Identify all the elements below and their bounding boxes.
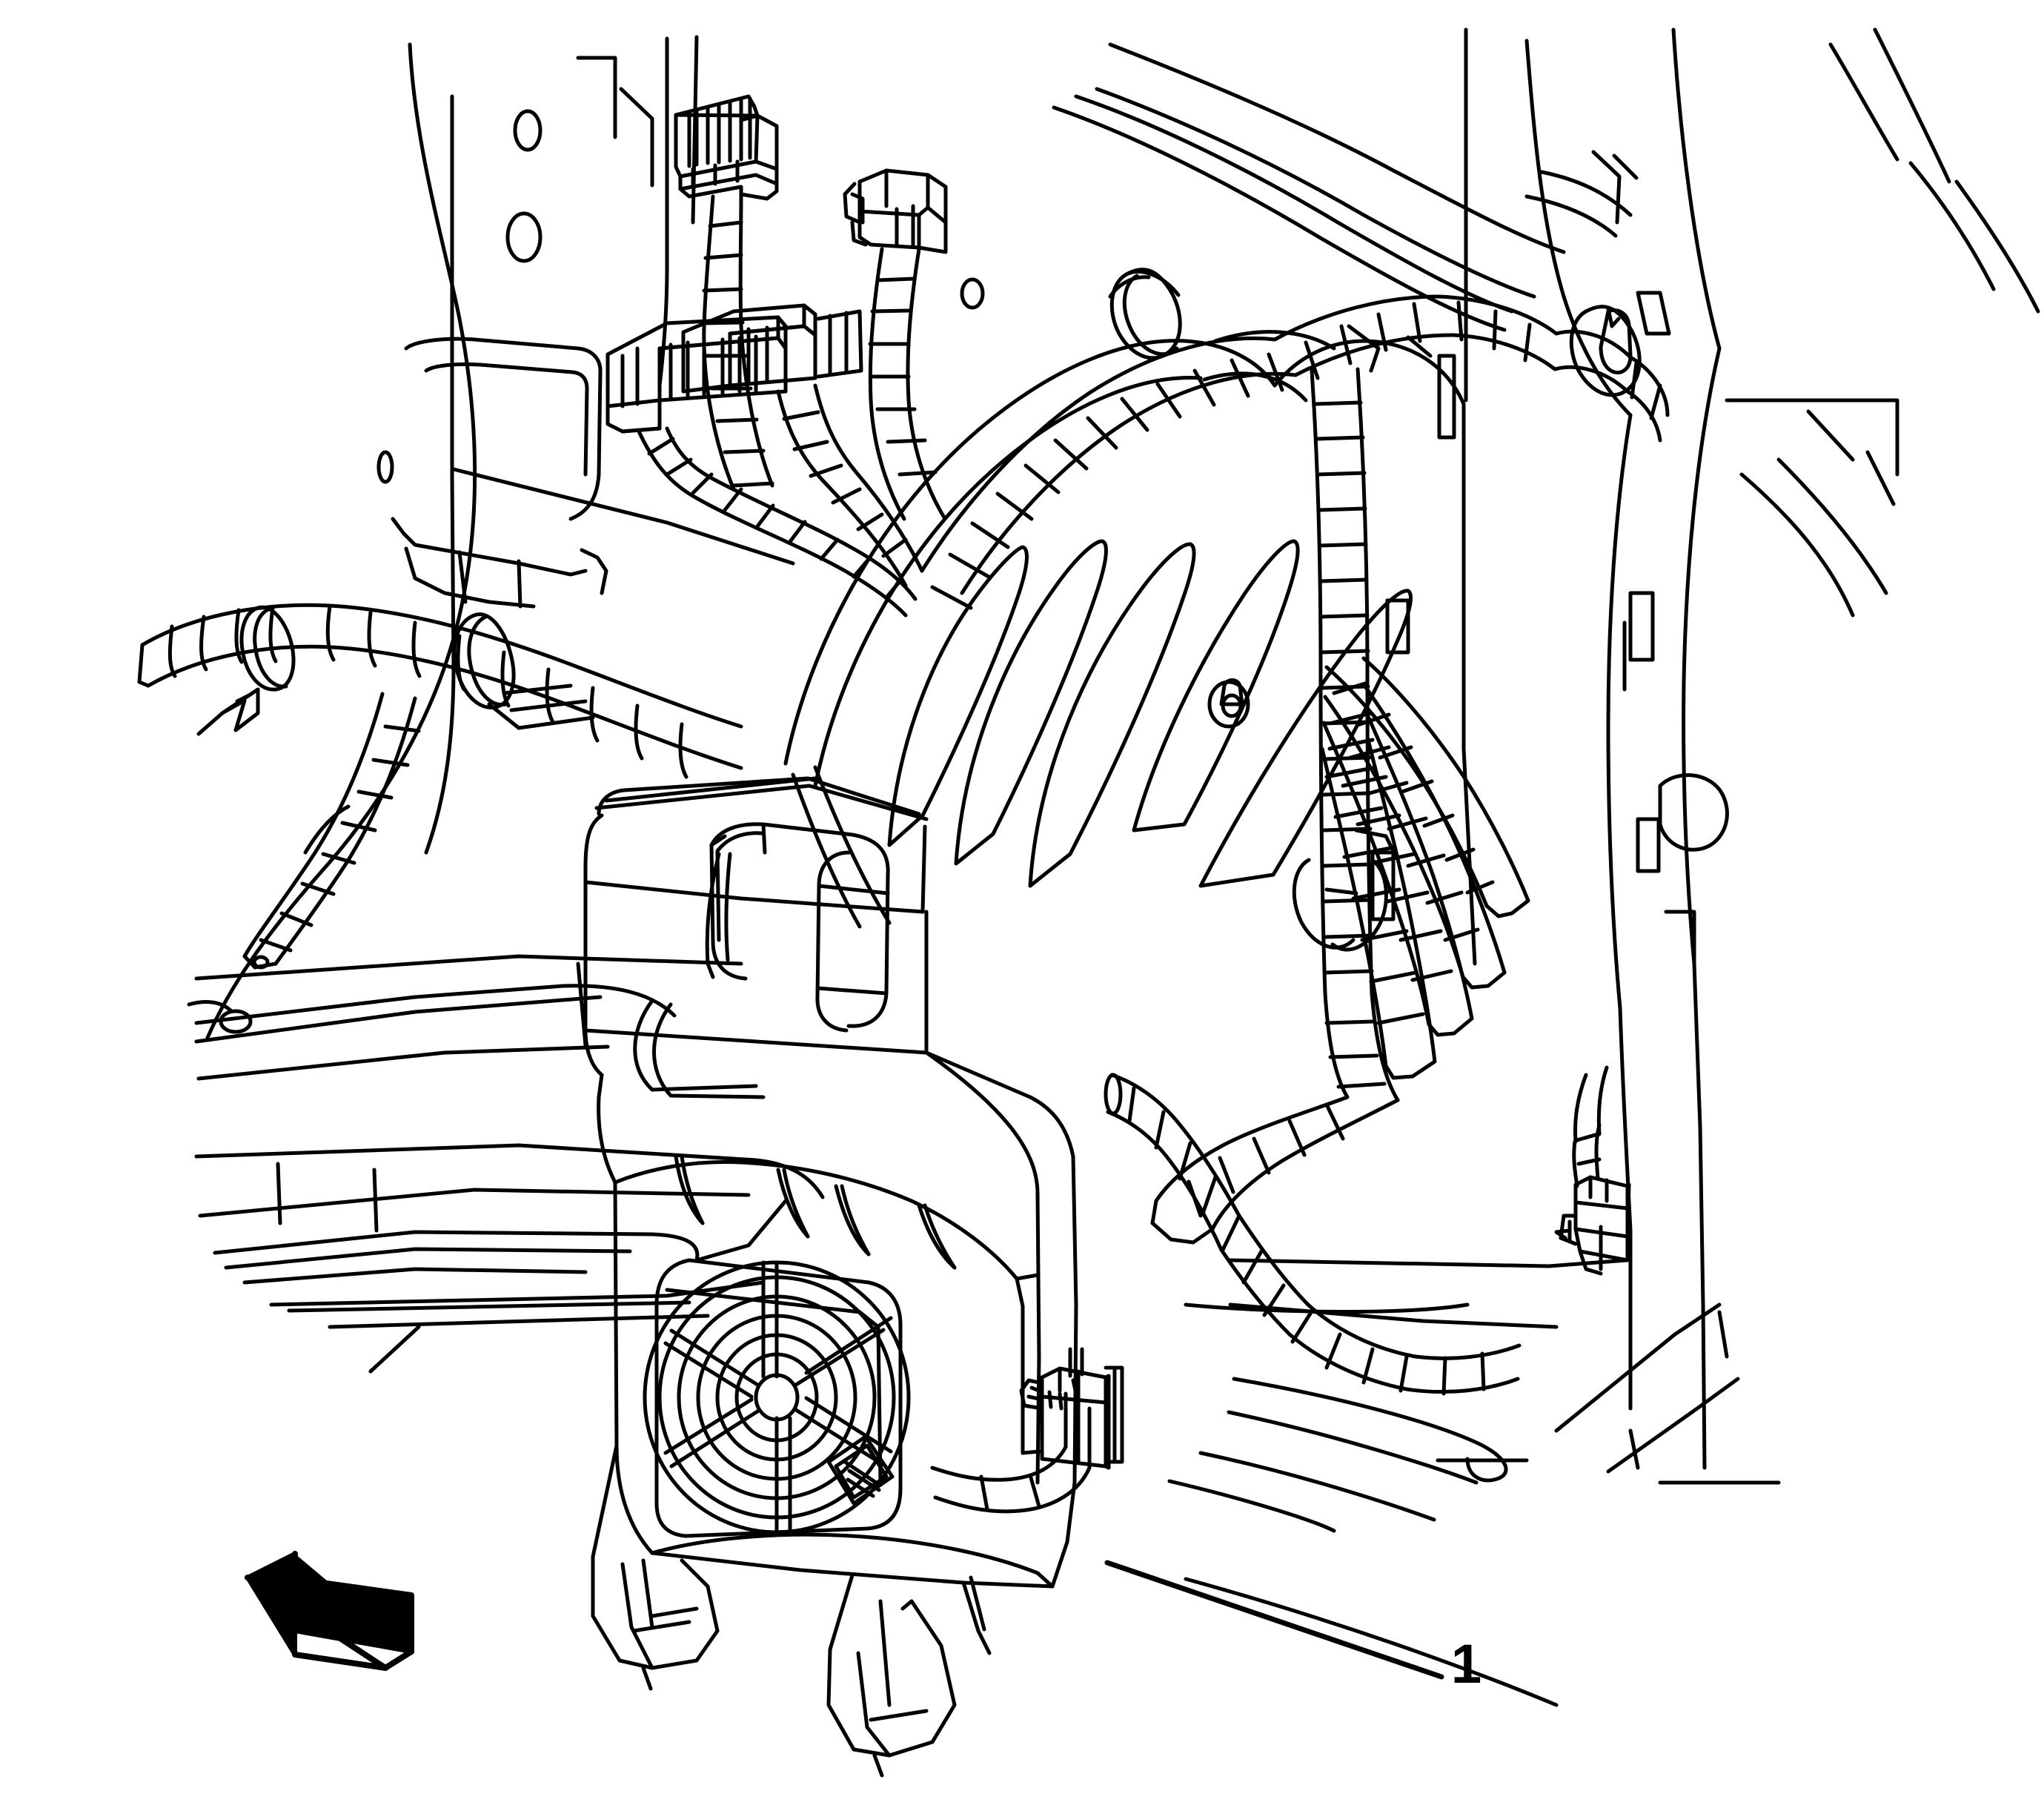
wire-harness-from-connector-1: [702, 192, 774, 491]
wire-harness-module-tail: [930, 1391, 1092, 1514]
orientation-arrow: [245, 1551, 414, 1671]
wire-harness-left-branch: [242, 692, 421, 970]
rear-pillar: [1052, 27, 2040, 1470]
wheelhouse: [783, 324, 1466, 929]
wire-harness-left-horizontal: [137, 603, 743, 779]
panel-bracket: [376, 337, 608, 609]
connector-top-right: [843, 168, 948, 254]
callout-label-1: 1: [1451, 1633, 1482, 1695]
body-panel-quarter: [205, 35, 795, 1040]
amplifier-module: [583, 776, 1078, 1778]
connector-pair-mid: [605, 303, 863, 434]
harness-branches: [1320, 656, 1530, 1080]
harness-branch-mid: [637, 383, 924, 618]
connector-top-left: [674, 94, 779, 201]
connector-right-pillar: [1554, 1065, 1631, 1276]
wire-harness-right-vertical: [1292, 367, 1400, 1102]
wire-harness-center-arch: [920, 268, 1559, 610]
callout-leader-line: [1104, 1560, 1444, 1680]
wire-harness-lower-center: [1104, 1073, 1522, 1396]
wire-harness-from-connector-2: [868, 247, 985, 521]
harness-retaining-clip-right: [1553, 305, 1670, 443]
body-stud: [1207, 678, 1250, 729]
